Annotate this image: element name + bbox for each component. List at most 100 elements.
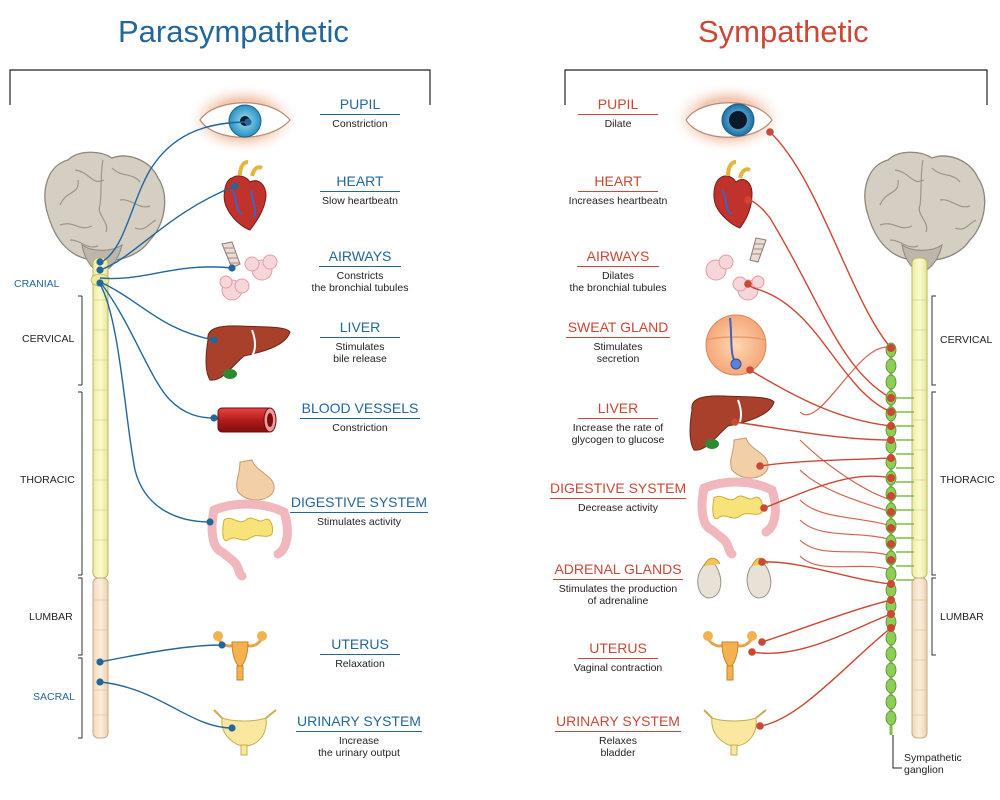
- symp-nerve-liver: [734, 421, 892, 441]
- region-sacral-left: SACRAL: [33, 691, 76, 703]
- left-brain: [44, 151, 166, 273]
- symp-organ-effect: Relaxes bladder: [599, 735, 637, 759]
- para-organ-effect: Increase the urinary output: [318, 735, 400, 759]
- sympathetic-title: Sympathetic: [698, 14, 869, 49]
- parasympathetic-nerves: [99, 121, 249, 729]
- symp-organ-name: ADRENAL GLANDS: [553, 561, 683, 580]
- ganglion: [885, 662, 897, 678]
- symp-organ-name: LIVER: [578, 400, 658, 419]
- region-thoracic-left: THORACIC: [20, 474, 75, 486]
- para-nerve-blood-vessels: [99, 281, 215, 419]
- symp-organ-name: PUPIL: [578, 96, 658, 115]
- para-nerve-uterus: [99, 644, 223, 663]
- ganglion-pointer-line: [892, 735, 902, 769]
- symp-branch-3: [799, 499, 892, 527]
- para-origin-2: [96, 279, 104, 287]
- symp-ganglion-synapse-6: [887, 474, 895, 482]
- nerve-endpoints: [96, 118, 895, 732]
- symp-nerve-liver-end: [731, 418, 739, 426]
- para-nerve-airways-end: [228, 264, 236, 272]
- symp-ganglion-synapse-9: [887, 524, 895, 532]
- symp-ganglion-synapse-1: [887, 394, 895, 402]
- para-organ-name: LIVER: [320, 319, 400, 338]
- para-label-airways: AIRWAYS Constricts the bronchial tubules: [300, 248, 420, 294]
- symp-label-liver: LIVER Increase the rate of glycogen to gl…: [558, 400, 678, 446]
- para-organ-name: BLOOD VESSELS: [300, 400, 420, 419]
- symp-ganglion-synapse-15: [887, 624, 895, 632]
- symp-organ-name: SWEAT GLAND: [566, 319, 670, 338]
- para-nerve-liver-end: [210, 336, 218, 344]
- symp-organ-effect: Dilate: [604, 118, 632, 130]
- symp-nerve-digestive-1-end: [756, 462, 764, 470]
- symp-organ-name: AIRWAYS: [577, 248, 659, 267]
- symp-nerve-digestive-2-end: [760, 504, 768, 512]
- region-lumbar-left: LUMBAR: [29, 611, 73, 623]
- symp-organ-name: URINARY SYSTEM: [555, 713, 681, 732]
- para-nerve-pupil-end: [244, 118, 252, 126]
- symp-organ-effect: Increases heartbeatn: [568, 195, 668, 207]
- symp-branch-6: [799, 555, 892, 571]
- left-spinal-cord: [90, 257, 110, 739]
- symp-ganglion-synapse-0: [887, 344, 895, 352]
- para-organ-name: DIGESTIVE SYSTEM: [290, 494, 428, 513]
- symp-organ-effect: Dilates the bronchial tubules: [569, 270, 667, 294]
- symp-ganglion-synapse-14: [887, 610, 895, 618]
- region-lumbar-right: LUMBAR: [940, 611, 984, 623]
- symp-nerve-airways-end: [744, 280, 752, 288]
- para-organ-effect: Slow heartbeatn: [322, 195, 398, 207]
- symp-branch-0: [799, 346, 892, 416]
- symp-organ-effect: Stimulates the production of adrenaline: [558, 583, 678, 607]
- symp-ganglion-synapse-5: [887, 454, 895, 462]
- para-origin-4: [96, 678, 104, 686]
- ganglion: [885, 710, 897, 726]
- para-label-blood-vessels: BLOOD VESSELS Constriction: [300, 400, 420, 434]
- symp-nerve-airways: [747, 283, 892, 413]
- para-organ-name: HEART: [320, 173, 400, 192]
- para-origin-1: [96, 266, 104, 274]
- region-thoracic-right: THORACIC: [940, 474, 995, 486]
- para-organ-effect: Constriction: [332, 422, 388, 434]
- symp-nerve-heart: [747, 199, 892, 399]
- para-organ-name: UTERUS: [320, 636, 400, 655]
- para-organ-name: AIRWAYS: [319, 248, 401, 267]
- para-nerve-blood-vessels-end: [210, 414, 218, 422]
- symp-nerve-digestive-2: [763, 475, 892, 509]
- ganglion: [885, 646, 897, 662]
- para-nerve-digestive-end: [206, 518, 214, 526]
- para-nerve-heart: [99, 185, 236, 271]
- para-label-heart: HEART Slow heartbeatn: [320, 173, 400, 207]
- region-cervical-left: CERVICAL: [22, 333, 75, 345]
- symp-branch-2: [799, 469, 892, 513]
- symp-label-pupil: PUPIL Dilate: [578, 96, 658, 130]
- symp-ganglion-synapse-7: [887, 492, 895, 500]
- parasympathetic-bracket: [9, 69, 431, 105]
- symp-nerve-adrenal-end: [758, 558, 766, 566]
- right-brain: [864, 151, 986, 273]
- symp-label-airways: AIRWAYS Dilates the bronchial tubules: [558, 248, 678, 294]
- region-cranial-left: CRANIAL: [14, 278, 60, 290]
- para-label-urinary-system: URINARY SYSTEM Increase the urinary outpu…: [296, 713, 422, 759]
- parasympathetic-title: Parasympathetic: [118, 14, 349, 49]
- symp-organ-effect: Increase the rate of glycogen to glucose: [571, 422, 665, 446]
- symp-organ-name: DIGESTIVE SYSTEM: [550, 480, 686, 499]
- para-organ-effect: Constricts the bronchial tubules: [311, 270, 409, 294]
- para-organ-name: URINARY SYSTEM: [296, 713, 422, 732]
- symp-ganglion-synapse-13: [887, 596, 895, 604]
- region-cervical-right: CERVICAL: [940, 334, 993, 346]
- para-nerve-airways: [99, 266, 233, 280]
- symp-ganglion-synapse-3: [887, 422, 895, 430]
- para-organ-effect: Stimulates activity: [316, 516, 402, 528]
- sympathetic-organ-art: [670, 82, 786, 756]
- symp-ganglion-synapse-10: [887, 540, 895, 548]
- left-region-brackets: [78, 295, 83, 739]
- para-nerve-uterus-end: [218, 641, 226, 649]
- ganglion: [885, 358, 897, 374]
- symp-nerve-uterus-1-end: [758, 638, 766, 646]
- ganglion: [885, 694, 897, 710]
- symp-nerve-uterus-1: [761, 599, 892, 643]
- para-nerve-urinary: [99, 681, 233, 729]
